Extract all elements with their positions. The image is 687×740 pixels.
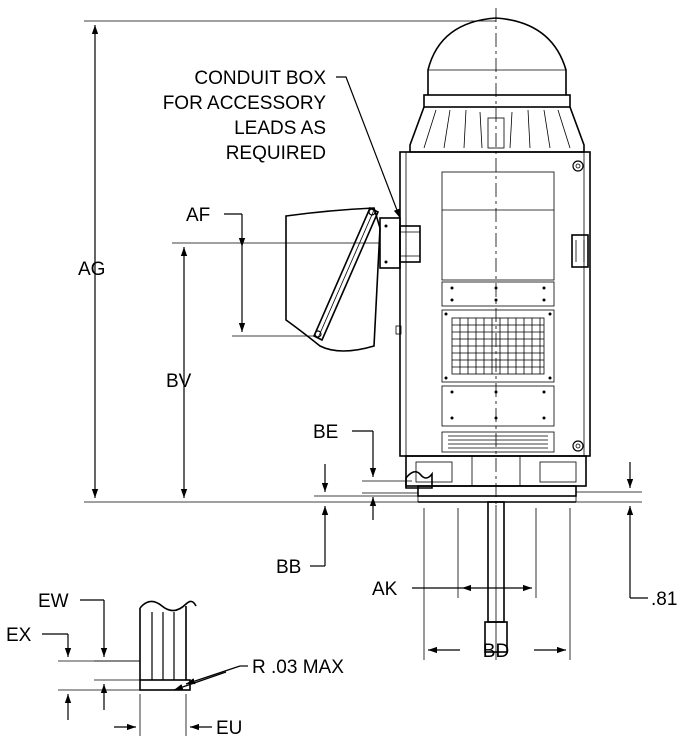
label-ew: EW bbox=[38, 591, 69, 612]
label-ex: EX bbox=[6, 625, 32, 646]
label-bd: BD bbox=[483, 641, 509, 662]
dimension-lines bbox=[84, 20, 648, 660]
label-be: BE bbox=[313, 422, 338, 443]
dimension-labels: CONDUIT BOX FOR ACCESSORY LEADS AS REQUI… bbox=[6, 68, 677, 739]
label-bb: BB bbox=[276, 557, 301, 578]
label-eu: EU bbox=[216, 718, 242, 739]
label-af: AF bbox=[186, 205, 210, 226]
label-r03: R .03 MAX bbox=[252, 657, 344, 678]
conduit-label-line4: REQUIRED bbox=[226, 143, 326, 164]
conduit-label-line3: LEADS AS bbox=[234, 118, 326, 139]
label-81: .81 bbox=[651, 589, 677, 610]
label-ag: AG bbox=[78, 259, 105, 280]
shaft-key-detail bbox=[42, 599, 248, 736]
label-bv: BV bbox=[166, 371, 192, 392]
conduit-label-line1: CONDUIT BOX bbox=[194, 68, 326, 89]
label-ak: AK bbox=[372, 579, 398, 600]
motor-body bbox=[285, 8, 591, 660]
conduit-label-line2: FOR ACCESSORY bbox=[163, 93, 327, 114]
